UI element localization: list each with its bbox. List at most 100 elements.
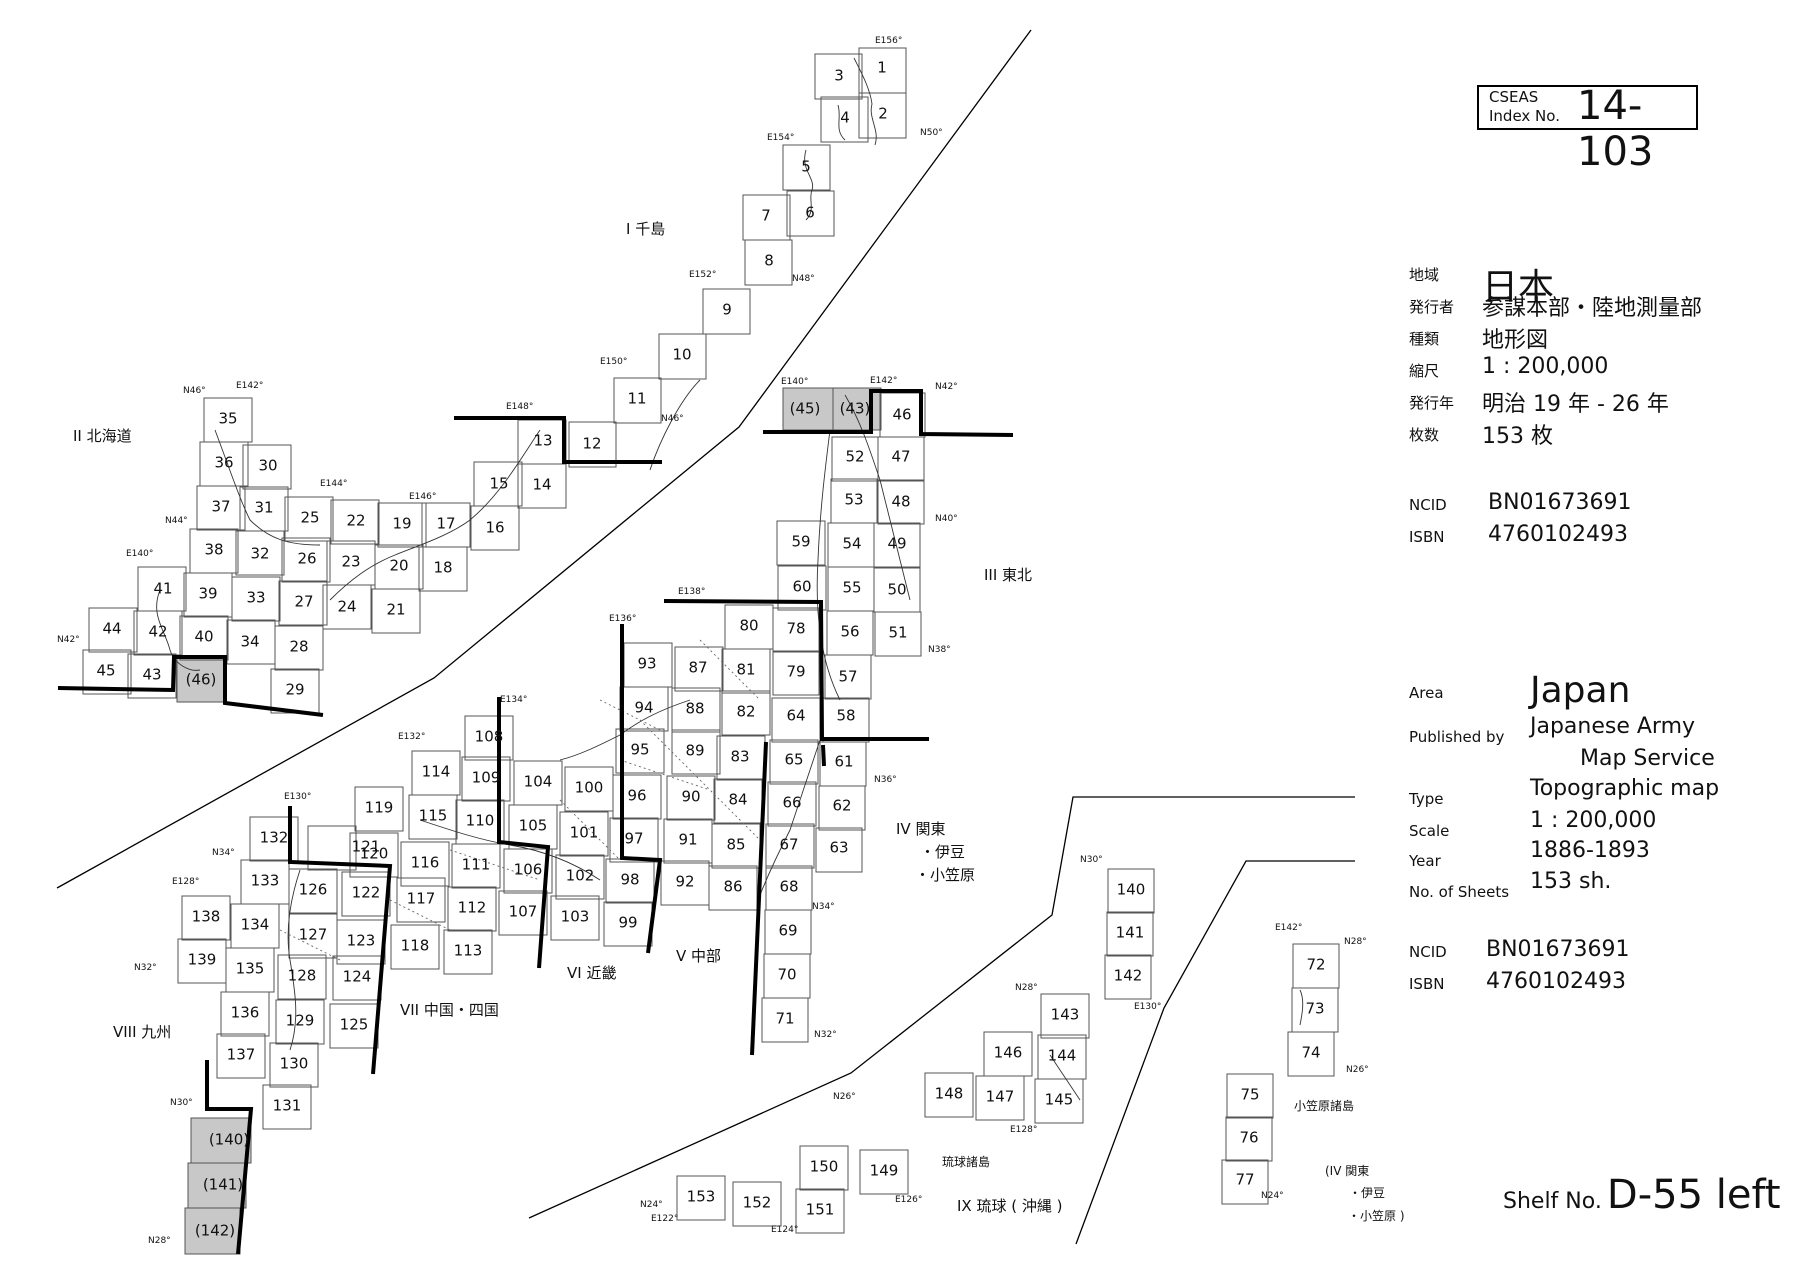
sheet-label: 29 [285, 681, 304, 699]
coordinate-label: N24° [1261, 1191, 1284, 1201]
sheet-label: 15 [489, 475, 508, 493]
sheet-label: 35 [218, 410, 237, 428]
info-en-label: Scale [1409, 822, 1450, 840]
sheet-label: 93 [637, 655, 656, 673]
sheet-cell [1107, 868, 1155, 914]
info-en-value: Japan [1530, 670, 1631, 711]
coordinate-label: E128° [1010, 1125, 1037, 1135]
sheet-label: 141 [1116, 924, 1145, 942]
sheet-cell [658, 333, 707, 380]
info-jp-value: 1 : 200,000 [1482, 354, 1609, 379]
coordinate-label: N32° [814, 1030, 837, 1040]
info-en-value: Topographic map [1530, 776, 1720, 801]
boundary [639, 719, 761, 841]
sheet-label: 59 [791, 533, 810, 551]
sheet-label: 97 [624, 830, 643, 848]
sheet-label: 49 [887, 535, 906, 553]
sheet-label: 31 [254, 499, 273, 517]
coordinate-label: N36° [874, 775, 897, 785]
region-label-r1: I 千島 [626, 220, 665, 238]
sheet-label: 126 [299, 881, 328, 899]
sheet-label: 60 [792, 578, 811, 596]
region-label-r10c: ・小笠原 ) [1348, 1208, 1405, 1223]
sheet-cell [975, 1075, 1025, 1121]
sheet-cell [176, 657, 226, 703]
region-label-r7: VII 中国・四国 [400, 1001, 499, 1019]
sheet-cell [408, 794, 458, 840]
coordinate-label: E154° [767, 133, 794, 143]
sheet-label: 19 [392, 515, 411, 533]
coordinate-label: N40° [935, 514, 958, 524]
sheet-label: 75 [1240, 1086, 1259, 1104]
sheet-label: 9 [722, 301, 732, 319]
sheet-label: 136 [231, 1004, 260, 1022]
sheet-label: (43) [840, 400, 871, 418]
sheet-cell [216, 1033, 266, 1079]
region-label-r10b: ・伊豆 [1349, 1186, 1385, 1200]
sheet-cell [88, 607, 138, 653]
sheet-cell [349, 832, 399, 878]
coordinate-label: E132° [398, 732, 425, 742]
sheet-label: 134 [241, 916, 270, 934]
info-jp-label: 発行者 [1409, 298, 1455, 316]
sheet-cell [782, 387, 836, 431]
sheet-label: 51 [888, 624, 907, 642]
info-en-value: Japanese Army [1530, 714, 1696, 739]
sheet-label: 101 [570, 824, 599, 842]
sheet-label: 132 [260, 829, 289, 847]
info-jp-label: 地域 [1409, 266, 1440, 284]
sheet-cell [269, 1042, 319, 1088]
coastline [759, 739, 821, 896]
info-en-value: 1886-1893 [1530, 838, 1650, 863]
sheet-label: 73 [1305, 1000, 1324, 1018]
sheet-cell [220, 991, 270, 1037]
sheet-cell [461, 756, 511, 802]
coordinate-label: E146° [409, 492, 436, 502]
sheet-cell [262, 1084, 312, 1130]
sheet-cell [390, 924, 440, 970]
sheet-cell [663, 818, 713, 864]
sheet-label: 70 [777, 966, 796, 984]
sheet-label: 127 [299, 926, 328, 944]
sheet-label: 88 [685, 700, 704, 718]
sheet-label: (142) [195, 1222, 235, 1240]
sheet-label: 146 [994, 1044, 1023, 1062]
sheet-cell [660, 860, 710, 906]
sheet-cell [242, 444, 292, 490]
coordinate-label: E124° [771, 1225, 798, 1235]
sheet-label: 144 [1048, 1047, 1077, 1065]
sheet-label: 36 [214, 454, 233, 472]
sheet-cell [815, 827, 863, 873]
boundary [389, 899, 451, 931]
region-label-r3: III 東北 [984, 566, 1032, 584]
sheet-label: 125 [340, 1016, 369, 1034]
sheet-label: 133 [251, 872, 280, 890]
sheet-label: 41 [153, 580, 172, 598]
sheet-label: 118 [401, 937, 430, 955]
region-label-r9s: 琉球諸島 [942, 1154, 990, 1169]
info-en-label: No. of Sheets [1409, 883, 1510, 901]
sheet-label: 100 [575, 779, 604, 797]
sheet-label: 67 [779, 836, 798, 854]
coordinate-label: N34° [212, 848, 235, 858]
sheet-label: 147 [986, 1088, 1015, 1106]
sheet-label: 107 [509, 903, 538, 921]
sheet-label: 115 [419, 807, 448, 825]
sheet-cell [824, 654, 872, 700]
sheet-cell [820, 96, 869, 143]
sheet-cell [235, 530, 285, 576]
sheet-label: 5 [801, 158, 811, 176]
sheet-label: 99 [618, 914, 637, 932]
coordinate-label: E140° [781, 377, 808, 387]
sheet-cell [799, 1145, 849, 1191]
sheet-cell [769, 739, 819, 785]
sheet-label: 37 [211, 498, 230, 516]
sheet-cell [226, 619, 276, 665]
info-en-value: Map Service [1580, 746, 1715, 771]
sheet-label: 86 [723, 878, 742, 896]
region-boundary [205, 1060, 254, 1255]
boundary [599, 699, 661, 731]
coordinate-label: N34° [812, 902, 835, 912]
sheet-label: 109 [472, 769, 501, 787]
region-boundary [750, 741, 768, 1056]
